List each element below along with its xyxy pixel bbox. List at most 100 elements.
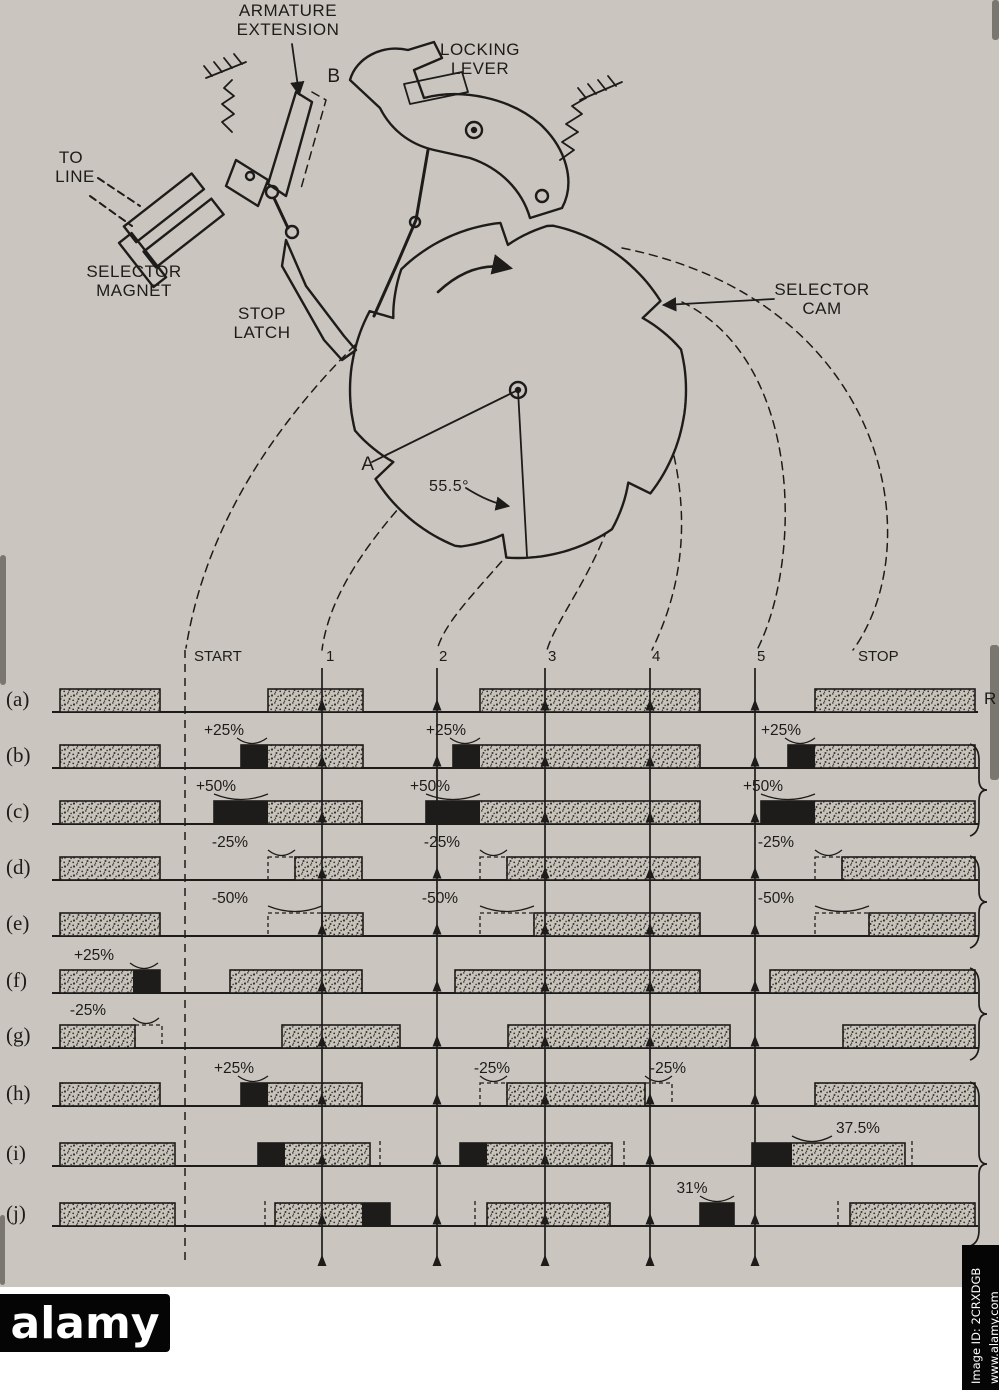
up-arrowhead (317, 1254, 327, 1266)
up-arrowhead (432, 1153, 442, 1165)
locking-lever-label-2: LEVER (451, 59, 509, 78)
annotation-brace (479, 849, 508, 857)
angle-label: 55.5° (429, 478, 469, 495)
up-arrowhead (750, 755, 760, 767)
distortion-label: -50% (212, 890, 248, 907)
up-arrowhead (432, 699, 442, 711)
signal-bar (868, 912, 976, 937)
distortion-label: 37.5% (836, 1120, 880, 1137)
bias-lead-black (241, 745, 268, 768)
signal-bar (294, 856, 363, 881)
up-arrowhead (645, 699, 655, 711)
to-line-label: TO (59, 148, 83, 167)
nominal-tail-dashed (644, 1082, 673, 1107)
up-arrowhead (645, 1093, 655, 1105)
up-arrowhead (750, 1254, 760, 1266)
signal-bar (59, 688, 161, 713)
up-arrowhead (750, 867, 760, 879)
signal-bar (769, 969, 976, 994)
column-header: START (194, 648, 242, 665)
up-arrowhead (645, 1153, 655, 1165)
signal-bar (814, 1082, 976, 1107)
signal-bar (841, 856, 976, 881)
armature-spring (221, 79, 235, 133)
link-pivot (408, 215, 422, 229)
selector-magnet-shape (117, 172, 225, 289)
locking-lever-shape (348, 40, 570, 220)
signal-bar (479, 688, 701, 713)
signal-bar (533, 912, 701, 937)
stop-latch-label: STOP (238, 304, 286, 323)
anchor-hatch-right (577, 75, 623, 101)
distortion-label: +50% (743, 778, 783, 795)
annotation-brace (425, 793, 481, 801)
nominal-tail-dashed (134, 1024, 163, 1049)
up-arrowhead (317, 1093, 327, 1105)
alamy-side-text: Image ID: 2CRXDGB www.alamy.com (968, 1249, 999, 1384)
distortion-label: -25% (650, 1060, 686, 1077)
column-header: 1 (326, 648, 334, 665)
signal-bar (59, 1202, 176, 1227)
up-arrowhead (432, 755, 442, 767)
lever-slot (403, 71, 469, 105)
annotation-brace (644, 1075, 673, 1083)
distortion-label: -25% (212, 834, 248, 851)
alamy-side-bar: Image ID: 2CRXDGB www.alamy.com (962, 1245, 999, 1390)
armature-extension-label-2: EXTENSION (237, 20, 340, 39)
up-arrowhead (540, 1213, 550, 1225)
annotation-brace (237, 1075, 269, 1083)
selector-cam-label: SELECTOR (774, 280, 869, 299)
locking-lever-label: LOCKING (440, 40, 520, 59)
group-brace (969, 855, 988, 949)
annotation-brace (213, 793, 269, 801)
up-arrowhead (750, 1153, 760, 1165)
up-arrowhead (540, 755, 550, 767)
up-arrowhead (317, 699, 327, 711)
lever-spring (559, 97, 587, 161)
selector-cam-arrow (661, 297, 775, 312)
annotation-brace (760, 793, 816, 801)
up-arrowhead (432, 811, 442, 823)
row-label: (c) (6, 799, 29, 823)
armature-latch-link (272, 196, 290, 230)
annotation-brace (479, 1075, 508, 1083)
bias-lead-black (214, 801, 268, 824)
paper-background (0, 0, 999, 1287)
up-arrowhead (645, 811, 655, 823)
wedge-radius-a (371, 389, 519, 463)
up-arrowhead (432, 923, 442, 935)
selector-mechanism-diagram (89, 40, 889, 651)
nominal-lead-dashed (479, 1082, 508, 1107)
up-arrowhead (645, 980, 655, 992)
mech-labels: ARMATURE EXTENSION LOCKING LEVER TO LINE… (55, 1, 869, 495)
signal-bar (787, 744, 976, 769)
selector-magnet-label-2: MAGNET (96, 281, 172, 300)
signal-bar (486, 1202, 611, 1227)
signal-bar (849, 1202, 976, 1227)
anchor-hatch-left (203, 53, 247, 79)
row-label: (b) (6, 743, 31, 767)
annotation-brace (699, 1195, 735, 1203)
timing-diagram: (a)R(b)+25%+25%+25%(c)+50%+50%+50%(d)-25… (6, 648, 996, 1266)
bias-lead-black (752, 1143, 792, 1166)
annotation-brace (784, 737, 816, 745)
up-arrowhead (645, 1254, 655, 1266)
row-label: (e) (6, 911, 29, 935)
alamy-logo: alamy (0, 1294, 170, 1352)
up-arrowhead (317, 1213, 327, 1225)
up-arrowhead (540, 811, 550, 823)
bias-lead-black (258, 1143, 285, 1166)
bias-lead-black (241, 1083, 268, 1106)
bias-lead-black (453, 745, 480, 768)
line-lead-2 (89, 195, 133, 227)
armature-extension-arrow (290, 43, 305, 97)
image-id-text: Image ID: 2CRXDGB (969, 1267, 983, 1384)
row-label: (f) (6, 968, 27, 992)
row-label: (a) (6, 687, 29, 711)
line-lead-1 (97, 177, 141, 207)
stop-latch-shape (280, 238, 358, 362)
alamy-logo-text: alamy (10, 1297, 160, 1349)
point-b-label: B (327, 66, 340, 87)
signal-bar (814, 688, 976, 713)
